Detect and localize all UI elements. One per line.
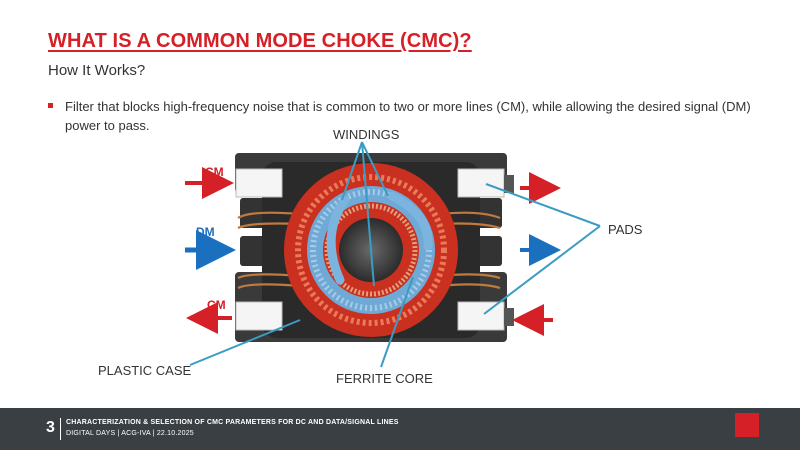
bullet-text: Filter that blocks high-frequency noise … bbox=[65, 99, 751, 133]
we-logo-icon bbox=[738, 418, 756, 432]
label-cm-bottom: CM bbox=[207, 298, 226, 312]
footer-event-info: DIGITAL DAYS | ACG-IVA | 22.10.2025 bbox=[66, 430, 194, 437]
bullet-marker-icon bbox=[48, 103, 53, 108]
callout-lines bbox=[189, 141, 601, 368]
label-dm: DM bbox=[196, 225, 215, 239]
we-logo bbox=[735, 413, 759, 437]
footer-divider bbox=[60, 418, 61, 440]
footer-bar: 3 CHARACTERIZATION & SELECTION OF CMC PA… bbox=[0, 408, 800, 450]
label-pads: PADS bbox=[608, 222, 643, 237]
signal-arrows bbox=[185, 167, 561, 336]
slide-title: WHAT IS A COMMON MODE CHOKE (CMC)? bbox=[48, 30, 472, 52]
footer-presentation-title: CHARACTERIZATION & SELECTION OF CMC PARA… bbox=[66, 419, 399, 426]
label-windings: WINDINGS bbox=[333, 127, 400, 142]
pads bbox=[235, 168, 514, 331]
cmc-illustration: WINDINGS PADS PLASTIC CASE FERRITE CORE … bbox=[98, 127, 643, 386]
page-number: 3 bbox=[46, 419, 55, 436]
label-cm-top: CM bbox=[205, 165, 224, 179]
slide-subtitle: How It Works? bbox=[48, 62, 146, 79]
label-plastic-case: PLASTIC CASE bbox=[98, 363, 192, 378]
bullet-item: Filter that blocks high-frequency noise … bbox=[48, 97, 768, 135]
label-ferrite-core: FERRITE CORE bbox=[336, 371, 433, 386]
